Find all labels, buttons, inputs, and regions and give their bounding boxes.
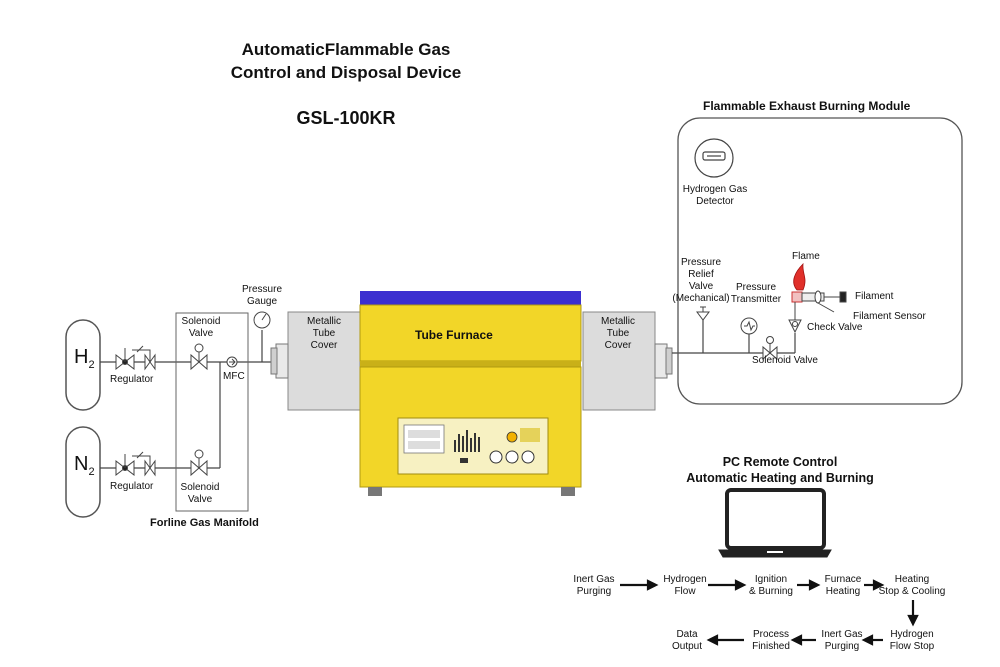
right-tube-cover [582, 311, 656, 411]
process-arrows [620, 579, 919, 646]
exhaust-solenoid-label: Solenoid Valve [752, 355, 818, 366]
check-valve-icon [788, 319, 802, 334]
check-valve-label: Check Valve [807, 322, 863, 333]
burner-icon [791, 290, 847, 320]
mfc-icon [226, 356, 238, 368]
tube-furnace [359, 291, 582, 496]
title-line2: Control and Disposal Device [230, 63, 462, 82]
regulator-h2-label: Regulator [110, 374, 154, 385]
laptop-icon [718, 488, 832, 558]
hydrogen-detector-icon [694, 138, 734, 178]
n2-cylinder [65, 426, 101, 518]
manifold-caption: Forline Gas Manifold [150, 517, 259, 529]
left-tube-cover [287, 311, 361, 411]
model-number: GSL-100KR [296, 108, 396, 128]
h2-label: H2 [74, 346, 95, 371]
manifold-box [175, 312, 249, 512]
filament-sensor-label: Filament Sensor [853, 311, 926, 322]
solenoid-valve-h2-icon [190, 343, 208, 371]
title-line1: AutomaticFlammable Gas [241, 40, 451, 59]
pressure-transmitter-icon [740, 317, 758, 335]
pressure-gauge-icon [253, 311, 271, 329]
filament-label: Filament [855, 291, 894, 302]
pressure-relief-valve-icon [696, 306, 710, 321]
h2-cylinder [65, 319, 101, 411]
flame-label: Flame [792, 251, 820, 262]
regulator-n2-label: Regulator [110, 481, 154, 492]
tube-furnace-label: Tube Furnace [415, 328, 493, 342]
regulator-n2-icon [115, 451, 156, 477]
exhaust-module-box [677, 117, 963, 405]
flame-icon [793, 262, 806, 291]
mfc-label: MFC [223, 371, 245, 382]
regulator-h2-icon [115, 345, 156, 371]
process-step-ignition-burning: Ignition& Burning [749, 574, 793, 597]
solenoid-valve-exhaust-icon [762, 336, 778, 361]
exhaust-module-title: Flammable Exhaust Burning Module [703, 99, 911, 113]
solenoid-valve-n2-icon [190, 449, 208, 477]
n2-label: N2 [74, 453, 95, 478]
